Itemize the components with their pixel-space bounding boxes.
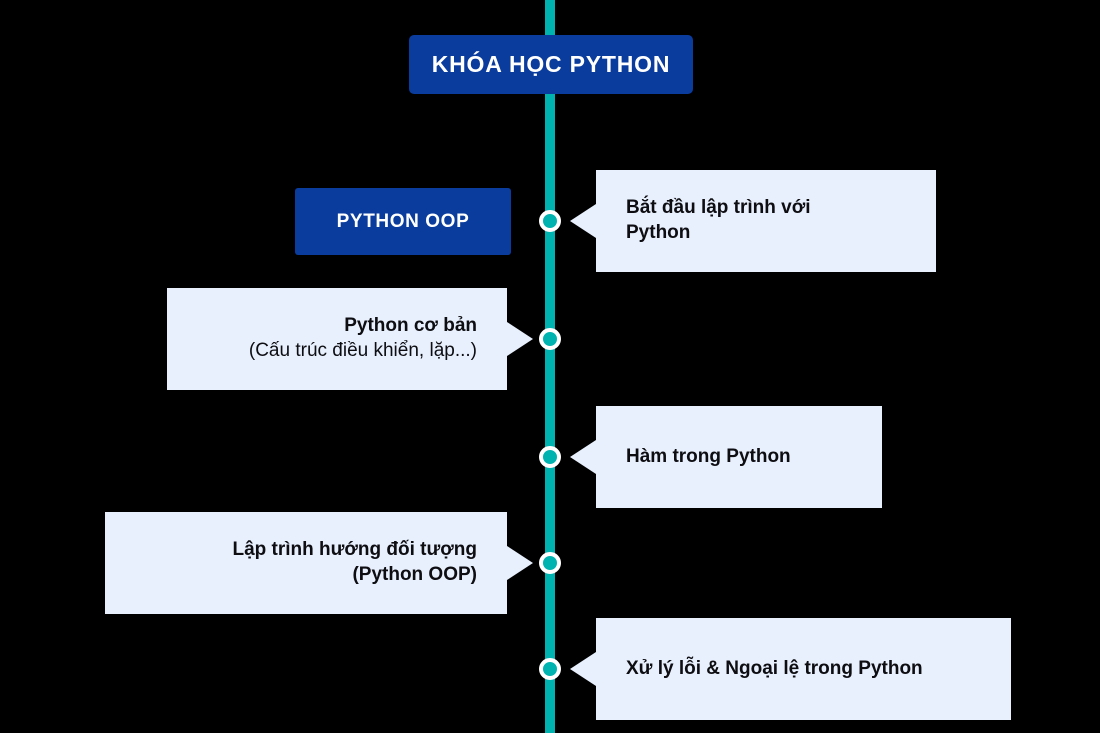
timeline-card-2-pointer xyxy=(507,322,533,356)
timeline-card-2-text: Python cơ bản (Cấu trúc điều khiển, lặp.… xyxy=(249,314,477,363)
timeline-node-3[interactable] xyxy=(539,446,561,468)
timeline-card-2-line1: Python cơ bản xyxy=(344,315,477,337)
timeline-card-2[interactable]: Python cơ bản (Cấu trúc điều khiển, lặp.… xyxy=(167,288,507,390)
timeline-card-3-pointer xyxy=(570,440,596,474)
timeline-card-2-line2: (Cấu trúc điều khiển, lặp...) xyxy=(248,340,477,361)
timeline-node-5[interactable] xyxy=(539,658,561,680)
timeline-card-4-line1: Lập trình hướng đối tượng xyxy=(232,539,478,561)
timeline-card-1-line1: Bắt đầu lập trình với xyxy=(626,197,811,219)
timeline-spine xyxy=(545,0,555,733)
timeline-node-4[interactable] xyxy=(539,552,561,574)
timeline-card-4-pointer xyxy=(507,546,533,580)
timeline-card-1-line2: Python xyxy=(626,222,691,243)
timeline-card-1-pointer xyxy=(570,204,596,238)
course-title-box: KHÓA HỌC PYTHON xyxy=(409,35,693,94)
timeline-card-3-line1: Hàm trong Python xyxy=(626,445,791,467)
page-title: KHÓA HỌC PYTHON xyxy=(431,51,671,77)
accent-box-python-oop: PYTHON OOP xyxy=(295,188,511,255)
timeline-node-1[interactable] xyxy=(539,210,561,232)
timeline-card-1-text: Bắt đầu lập trình với Python xyxy=(626,196,811,245)
timeline-card-3[interactable]: Hàm trong Python xyxy=(596,406,882,508)
timeline-card-4[interactable]: Lập trình hướng đối tượng (Python OOP) xyxy=(105,512,507,614)
timeline-card-1[interactable]: Bắt đầu lập trình với Python xyxy=(596,170,936,272)
accent-box-label: PYTHON OOP xyxy=(336,210,470,232)
timeline-card-4-text: Lập trình hướng đối tượng (Python OOP) xyxy=(233,538,478,587)
timeline-card-5-pointer xyxy=(570,652,596,686)
timeline-card-5[interactable]: Xử lý lỗi & Ngoại lệ trong Python xyxy=(596,618,1011,720)
timeline-card-5-text: Xử lý lỗi & Ngoại lệ trong Python xyxy=(626,657,923,682)
timeline-card-5-line1: Xử lý lỗi & Ngoại lệ trong Python xyxy=(626,657,923,679)
timeline-card-4-line2: (Python OOP) xyxy=(352,564,477,585)
timeline-node-2[interactable] xyxy=(539,328,561,350)
timeline-card-3-text: Hàm trong Python xyxy=(626,445,791,470)
